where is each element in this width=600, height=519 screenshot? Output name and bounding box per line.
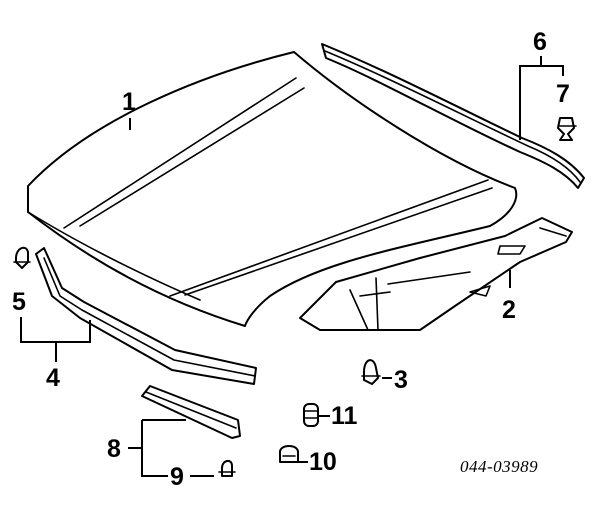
callout-1: 1	[122, 88, 136, 116]
callout-8: 8	[107, 435, 121, 463]
callout-10: 10	[309, 448, 337, 476]
leader-lines	[20, 56, 564, 477]
hood-rear-seal	[321, 43, 585, 189]
callout-3: 3	[394, 366, 408, 394]
callout-6: 6	[533, 28, 547, 56]
callout-11: 11	[331, 402, 358, 430]
callout-7: 7	[556, 80, 570, 108]
stopper-part-10	[279, 445, 299, 463]
hood-panel	[27, 51, 518, 327]
callout-9: 9	[170, 463, 184, 491]
clip-part-5	[13, 246, 31, 269]
callout-2: 2	[502, 296, 516, 324]
callout-5: 5	[12, 288, 26, 316]
hood-front-seal	[35, 247, 257, 385]
diagram-code: 044-03989	[460, 457, 538, 476]
hood-inner-panel	[299, 217, 573, 331]
seal-retainer	[141, 385, 241, 439]
callout-4: 4	[46, 364, 60, 392]
cushion-part-11	[303, 403, 319, 427]
clip-part-7	[557, 117, 577, 141]
clip-part-9	[218, 460, 236, 477]
clip-part-3	[361, 359, 381, 385]
